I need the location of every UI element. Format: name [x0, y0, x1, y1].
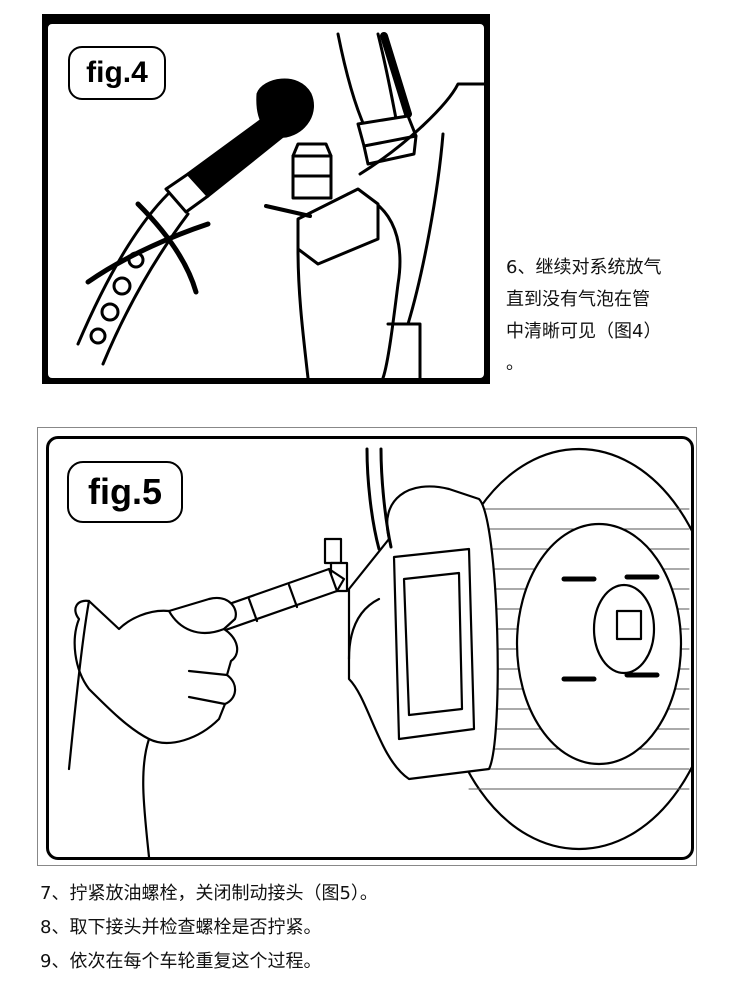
fig4-label: fig.4 — [68, 46, 166, 100]
step-8-text: 8、取下接头并检查螺栓是否拧紧。 — [40, 917, 322, 938]
step-6-line: 直到没有气泡在管 — [506, 289, 650, 310]
step-6-line: 中清晰可见（图4） — [506, 321, 662, 342]
caliper-syringe-illustration — [67, 447, 691, 857]
fig5-panel: fig.5 — [46, 436, 694, 860]
steps-list: 7、拧紧放油螺栓，关闭制动接头（图5）。 8、取下接头并检查螺栓是否拧紧。 9、… — [40, 877, 378, 979]
step-9-text: 9、依次在每个车轮重复这个过程。 — [40, 951, 322, 972]
step-7-text: 7、拧紧放油螺栓，关闭制动接头（图5）。 — [40, 883, 378, 904]
step-6-line: 。 — [506, 353, 524, 374]
bleed-nipple-wrench-illustration — [76, 32, 484, 378]
step-6-line: 6、继续对系统放气 — [506, 257, 662, 278]
fig4-panel: fig.4 — [46, 22, 486, 380]
step-6-text: 6、继续对系统放气 直到没有气泡在管 中清晰可见（图4） 。 — [506, 252, 716, 380]
fig5-label: fig.5 — [67, 461, 183, 523]
